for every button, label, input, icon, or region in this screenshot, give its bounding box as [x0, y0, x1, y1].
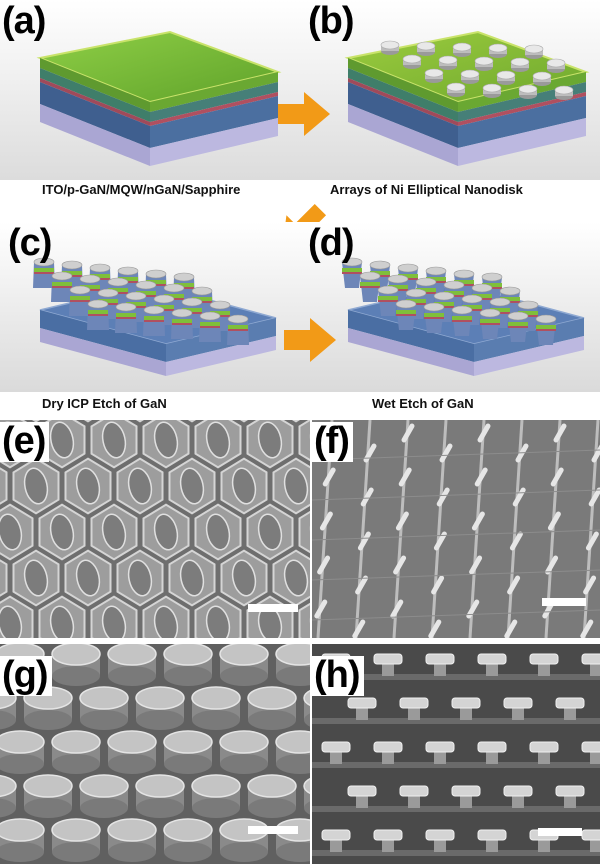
scale-bar	[538, 828, 582, 836]
scale-bar	[248, 604, 298, 612]
panel-label-d: (d)	[308, 222, 355, 264]
arrow-right-icon	[284, 318, 336, 362]
panel-d: (d) Wet Etch of GaN	[300, 222, 600, 420]
wet-etch-illustration	[300, 222, 600, 392]
sem-image-f: (f)	[312, 420, 600, 638]
arrow-right-icon	[278, 92, 330, 136]
wet-etched-pillar-array	[341, 257, 557, 345]
caption-d: Wet Etch of GaN	[372, 396, 474, 411]
etched-pillar-array	[33, 257, 249, 345]
panel-label-g: (g)	[0, 656, 52, 696]
sem-image-h: (h)	[312, 644, 600, 864]
nanodisk-array-illustration	[300, 0, 600, 180]
panel-c: (c) Dry ICP Etch of GaN	[0, 222, 300, 420]
panel-b: (b) Arrays of Ni Elliptical Nanodisk	[300, 0, 600, 210]
caption-b: Arrays of Ni Elliptical Nanodisk	[330, 182, 523, 197]
sem-image-e: (e)	[0, 420, 310, 638]
panel-label-a: (a)	[2, 0, 46, 42]
dry-etch-illustration	[0, 222, 300, 392]
caption-c: Dry ICP Etch of GaN	[42, 396, 167, 411]
panel-label-h: (h)	[312, 656, 364, 696]
nanodisk-array	[380, 40, 574, 100]
layer-stack-illustration	[0, 0, 300, 180]
panel-label-b: (b)	[308, 0, 355, 42]
scale-bar	[248, 826, 298, 834]
sem-image-g: (g)	[0, 644, 310, 864]
panel-label-c: (c)	[8, 222, 52, 264]
scale-bar	[542, 598, 586, 606]
caption-a: ITO/p-GaN/MQW/nGaN/Sapphire	[42, 182, 241, 197]
panel-label-f: (f)	[312, 422, 353, 462]
sem-hexagonal-pillars-top-view	[0, 420, 310, 638]
panel-label-e: (e)	[0, 422, 50, 462]
panel-a: (a) ITO/p-GaN/MQW/nGaN/Sapphire	[0, 0, 300, 210]
